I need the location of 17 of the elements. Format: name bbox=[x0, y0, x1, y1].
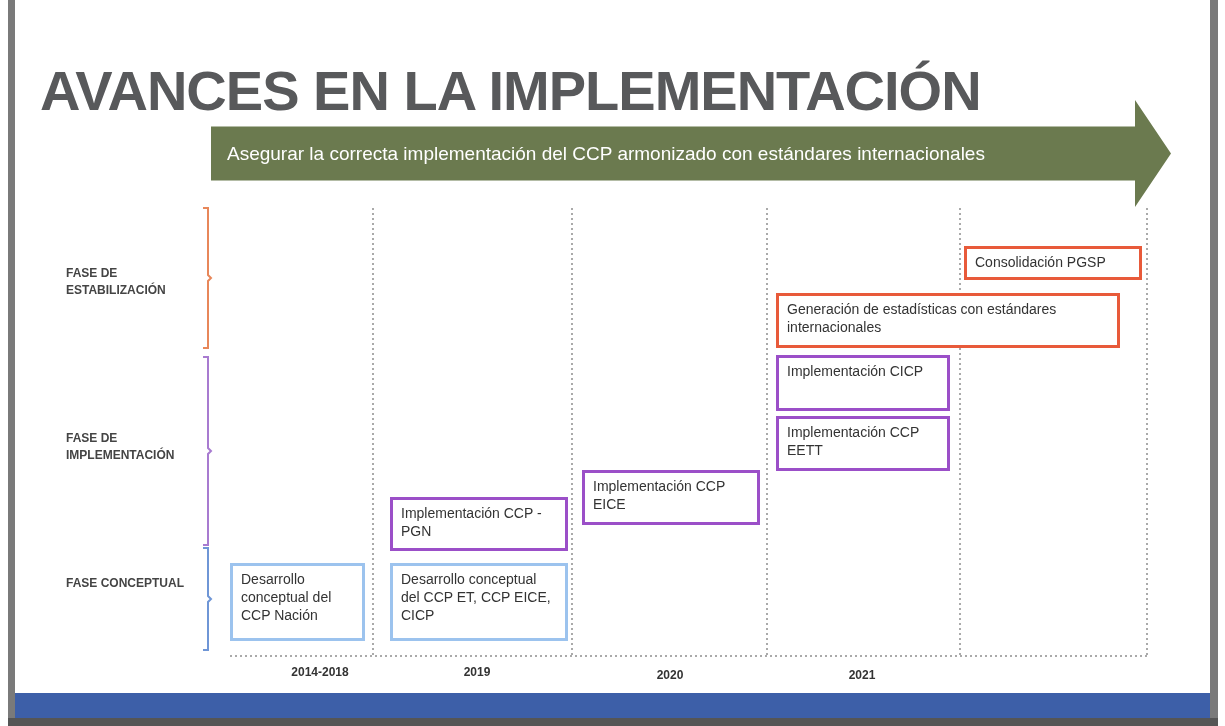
task-box: Desarrollo conceptual del CCP Nación bbox=[230, 563, 365, 641]
year-label: 2014-2018 bbox=[291, 665, 349, 679]
year-label: 2021 bbox=[848, 668, 876, 682]
task-box: Generación de estadísticas con estándares internacionales bbox=[776, 293, 1120, 348]
banner-text: Asegurar la correcta implementación del CCP armonizado con estándares internacionales bbox=[227, 142, 985, 165]
task-box: Desarrollo conceptual del CCP ET, CCP EICE, CICP bbox=[390, 563, 568, 641]
title: AVANCES EN LA IMPLEMENTACIÓN bbox=[40, 58, 981, 123]
task-box: Implementación CCP - PGN bbox=[390, 497, 568, 551]
task-box: Implementación CICP bbox=[776, 355, 950, 411]
phase-label: FASE DE ESTABILIZACIÓN bbox=[66, 265, 167, 299]
task-box: Consolidación PGSP bbox=[964, 246, 1142, 280]
phase-label: FASE DE IMPLEMENTACIÓN bbox=[66, 430, 176, 464]
task-box: Implementación CCP EETT bbox=[776, 416, 950, 471]
year-label: 2019 bbox=[463, 665, 491, 679]
year-label: 2020 bbox=[656, 668, 684, 682]
task-box: Implementación CCP EICE bbox=[582, 470, 760, 525]
phase-label: FASE CONCEPTUAL bbox=[66, 575, 185, 592]
